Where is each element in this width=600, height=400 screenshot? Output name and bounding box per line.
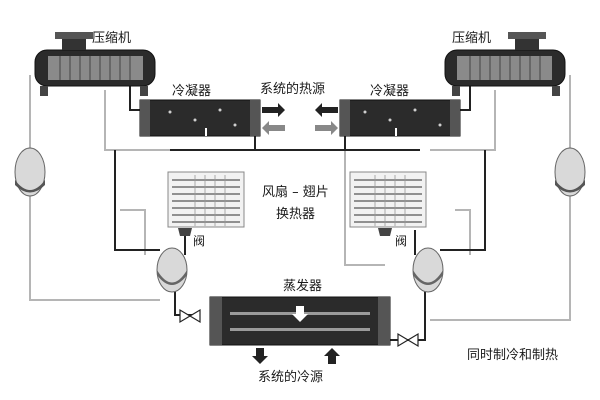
receiver-left-lower: [156, 247, 188, 293]
flow-arrow-icon: [315, 121, 338, 135]
cold-source-label: 系统的冷源: [258, 369, 323, 385]
receiver-right-lower: [412, 247, 444, 293]
condenser-icon: [339, 99, 461, 137]
fan-coil-icon: [167, 171, 245, 228]
compressor-left: [34, 32, 156, 96]
flow-arrow-icon: [292, 306, 308, 322]
fan-coil-right: [349, 171, 427, 236]
condenser-right-label: 冷凝器: [370, 83, 409, 99]
valve-left-label: 阀: [193, 234, 205, 248]
condenser-icon: [139, 99, 261, 137]
receiver-tank-icon: [554, 147, 586, 197]
valve-right: [397, 332, 419, 348]
fan-coil-label-line1: 风扇 – 翅片: [262, 184, 329, 200]
evaporator-label: 蒸发器: [283, 278, 322, 294]
compressor-right: [444, 32, 566, 96]
receiver-tank-icon: [14, 147, 46, 197]
compressor-right-label: 压缩机: [452, 30, 491, 46]
fan-coil-icon: [349, 171, 427, 228]
dark-pipes: [114, 64, 486, 341]
flow-arrow-icon: [262, 121, 285, 135]
evaporator: [209, 296, 391, 346]
condenser-left-label: 冷凝器: [172, 83, 211, 99]
compressor-left-label: 压缩机: [92, 30, 131, 46]
cold-source-arrows: [252, 348, 340, 364]
flow-arrow-icon: [262, 103, 285, 117]
receiver-right-upper: [554, 147, 586, 197]
heat-source-label: 系统的热源: [260, 81, 325, 97]
valve-right-label: 阀: [395, 234, 407, 248]
caption: 同时制冷和制热: [467, 348, 558, 363]
heat-source-arrows: [262, 103, 338, 135]
condenser-right: [339, 99, 461, 137]
flow-arrow-icon: [324, 348, 340, 364]
flow-arrow-icon: [252, 348, 268, 364]
flow-arrow-icon: [315, 103, 338, 117]
valve-icon: [397, 332, 419, 348]
receiver-tank-icon: [412, 247, 444, 293]
fan-coil-left: [167, 171, 245, 236]
condenser-left: [139, 99, 261, 137]
fan-coil-label-line2: 换热器: [276, 207, 315, 222]
receiver-left-upper: [14, 147, 46, 197]
light-pipes: [29, 75, 571, 321]
valve-left: [179, 308, 201, 324]
valve-icon: [179, 308, 201, 324]
receiver-tank-icon: [156, 247, 188, 293]
